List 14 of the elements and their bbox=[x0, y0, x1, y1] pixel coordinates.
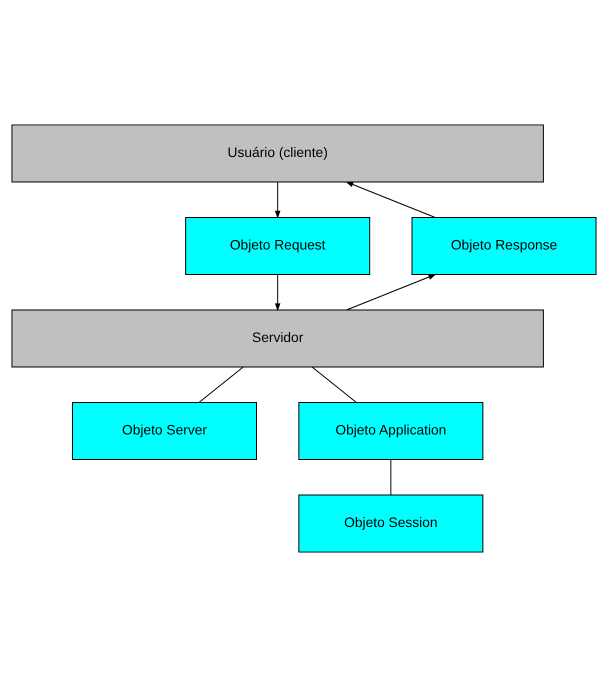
node-box: Objeto Application bbox=[298, 402, 484, 460]
connector bbox=[390, 459, 392, 496]
node-box: Objeto Response bbox=[412, 216, 597, 276]
node-box: Objeto Session bbox=[298, 494, 484, 553]
arrow bbox=[345, 182, 436, 218]
arrow bbox=[346, 274, 436, 310]
arrow bbox=[274, 274, 280, 312]
node-box: Servidor bbox=[11, 309, 544, 368]
arrow bbox=[274, 182, 280, 219]
connector bbox=[312, 366, 357, 403]
connector bbox=[198, 366, 244, 403]
node-box: Objeto Request bbox=[185, 216, 370, 276]
node-box: Objeto Server bbox=[72, 402, 257, 460]
node-box: Usuário (cliente) bbox=[11, 124, 544, 183]
